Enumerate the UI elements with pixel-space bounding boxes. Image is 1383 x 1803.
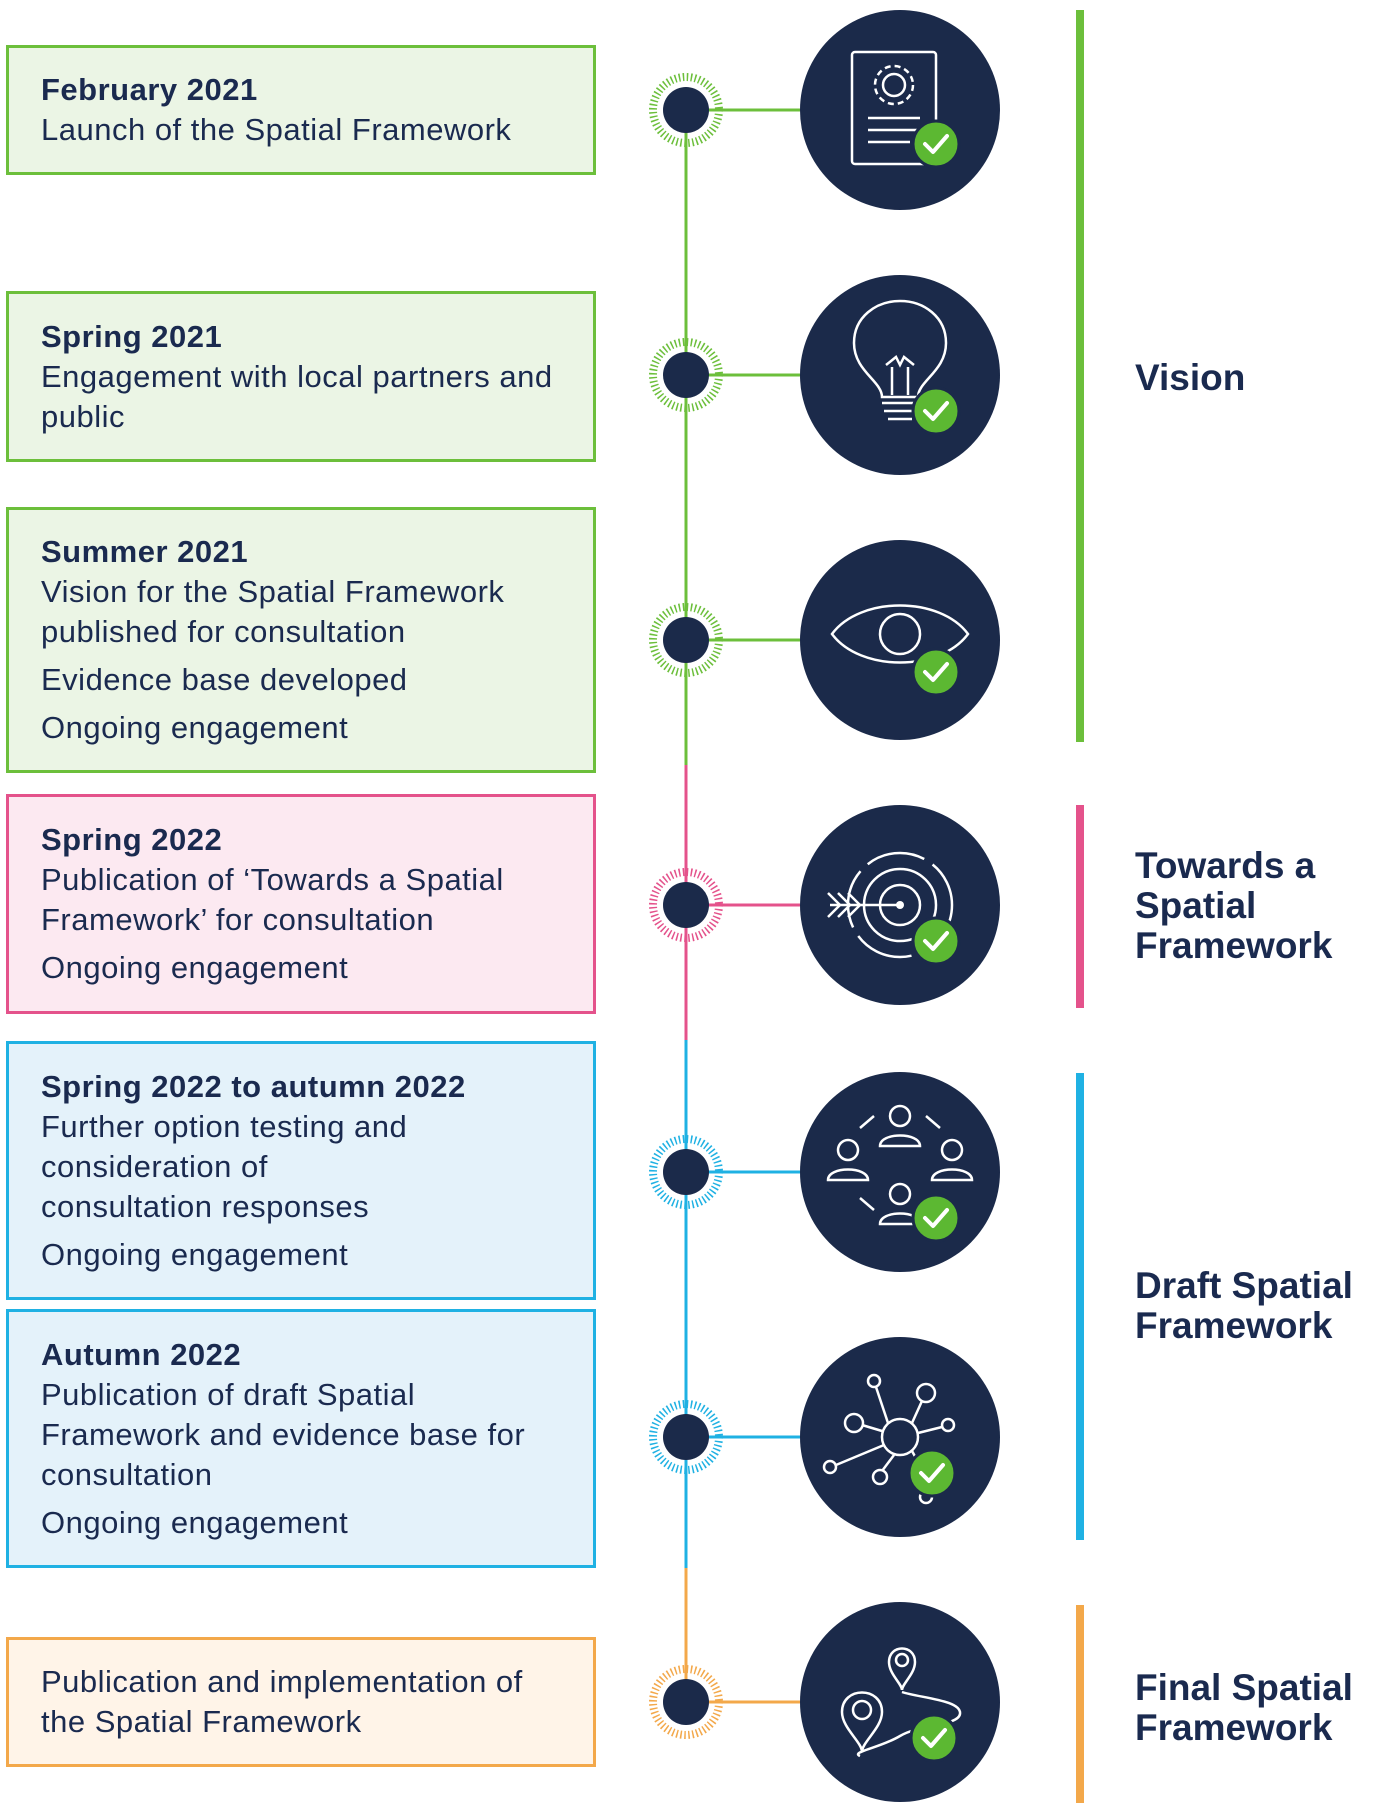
milestone-text: Publication of ‘Towards a Spatial Framew… [41, 862, 504, 937]
milestone-text: Ongoing engagement [41, 1504, 349, 1540]
milestone-box-feb-2021: February 2021 Launch of the Spatial Fram… [6, 45, 596, 175]
phase-bar-draft [1076, 1073, 1084, 1540]
phase-bar-vision [1076, 10, 1084, 742]
milestone-box-spring-autumn-2022: Spring 2022 to autumn 2022 Further optio… [6, 1041, 596, 1300]
check-icon [911, 916, 961, 966]
milestone-text: Engagement with local partners and publi… [41, 358, 553, 434]
document-gear-icon [800, 10, 1000, 210]
phase-label-final: Final Spatial Framework [1135, 1667, 1353, 1748]
milestone-box-spring-2022: Spring 2022 Publication of ‘Towards a Sp… [6, 794, 596, 1014]
map-pins-icon [800, 1602, 1000, 1802]
milestone-title: Summer 2021 [41, 534, 249, 569]
phase-label-vision: Vision [1135, 357, 1246, 398]
eye-icon [800, 540, 1000, 740]
timeline-node [649, 73, 723, 147]
check-icon [911, 119, 961, 169]
milestone-title: Spring 2021 [41, 318, 223, 354]
milestone-box-autumn-2022: Autumn 2022 Publication of draft Spatial… [6, 1309, 596, 1568]
phase-bar-towards [1076, 805, 1084, 1008]
check-icon [909, 1713, 959, 1763]
milestone-title: Autumn 2022 [41, 1336, 242, 1372]
check-icon [907, 1448, 957, 1498]
target-arrow-icon [800, 805, 1000, 1005]
timeline-node [649, 1665, 723, 1739]
milestone-text: Publication of draft Spatial Framework a… [41, 1376, 526, 1492]
phase-bar-final [1076, 1605, 1084, 1803]
milestone-title: February 2021 [41, 72, 258, 107]
milestone-box-final: Publication and implementation of the Sp… [6, 1637, 596, 1767]
timeline-node [649, 338, 723, 412]
milestone-text: Publication and implementation of the Sp… [41, 1664, 523, 1739]
check-icon [911, 1193, 961, 1243]
check-icon [911, 386, 961, 436]
milestone-text: Evidence base developed [41, 662, 408, 697]
milestone-box-spring-2021: Spring 2021 Engagement with local partne… [6, 291, 596, 462]
milestone-title: Spring 2022 [41, 822, 223, 857]
milestone-text: Vision for the Spatial Framework publish… [41, 574, 505, 649]
lightbulb-icon [800, 275, 1000, 475]
check-icon [911, 647, 961, 697]
milestone-box-summer-2021: Summer 2021 Vision for the Spatial Frame… [6, 507, 596, 773]
milestone-text: Ongoing engagement [41, 710, 349, 745]
timeline-node [649, 868, 723, 942]
network-icon [800, 1337, 1000, 1537]
milestone-text: Further option testing and consideration… [41, 1108, 408, 1224]
milestone-text: Launch of the Spatial Framework [41, 112, 512, 147]
timeline-node [649, 603, 723, 677]
timeline-node [649, 1135, 723, 1209]
phase-label-towards: Towards a Spatial Framework [1135, 845, 1333, 966]
people-circle-icon [800, 1072, 1000, 1272]
milestone-title: Spring 2022 to autumn 2022 [41, 1068, 466, 1104]
milestone-text: Ongoing engagement [41, 1236, 349, 1272]
timeline-node [649, 1400, 723, 1474]
milestone-text: Ongoing engagement [41, 950, 349, 985]
phase-label-draft: Draft Spatial Framework [1135, 1265, 1353, 1346]
